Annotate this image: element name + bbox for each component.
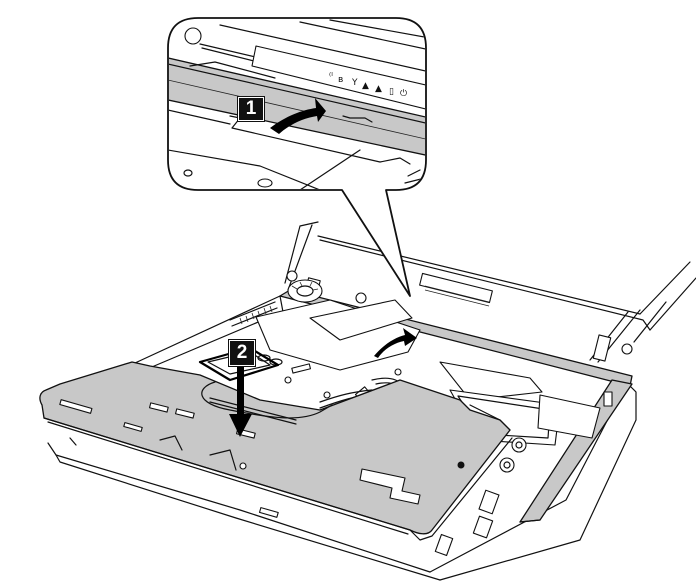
step-1-label: 1 [237, 96, 265, 122]
lcd-lid [284, 221, 696, 363]
battery-icon: ▯ [389, 87, 394, 97]
step-1-arrow [270, 98, 326, 134]
step-2-label: 2 [228, 339, 256, 367]
cooling-fan [287, 279, 323, 303]
led-indicator-strip [424, 285, 490, 307]
heat-sink-fins [229, 301, 278, 327]
power-icon: ⏻ [400, 88, 407, 99]
palm-rest [39, 361, 513, 541]
wireless-icon: ⁽ᴵ [329, 72, 333, 82]
bluetooth-icon: ʙ [338, 75, 343, 85]
indicator-icons: ⁽ᴵ ʙ Y ▲ ▲ ▯ ⏻ [329, 72, 407, 99]
step-2-arrow [229, 366, 252, 437]
lock-icon-2: ▲ [375, 84, 382, 94]
antenna-icon: Y [351, 78, 358, 88]
lock-icon: ▲ [362, 81, 369, 91]
side-ports [434, 391, 613, 557]
detail-callout: ⁽ᴵ ʙ Y ▲ ▲ ▯ ⏻ [167, 17, 427, 297]
step-1-arrow-small [374, 328, 417, 358]
front-edge-details [59, 399, 279, 518]
